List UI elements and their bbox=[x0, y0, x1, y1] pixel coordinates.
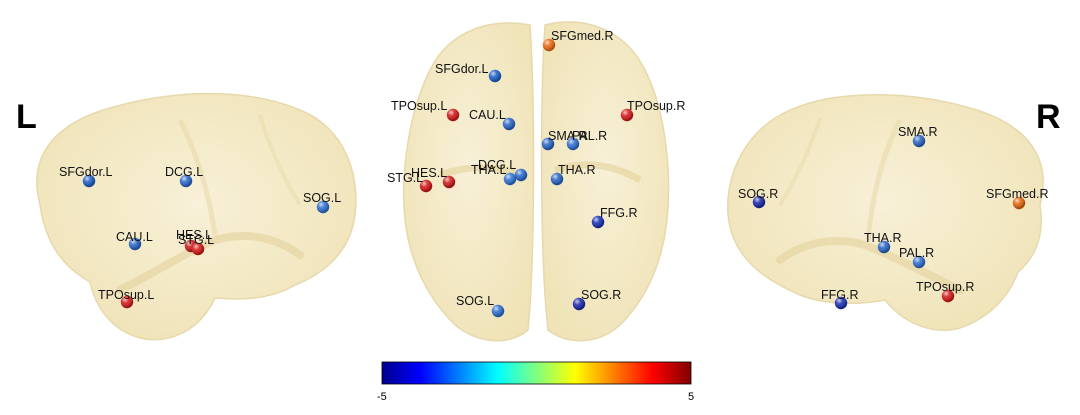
node-label-stg-l: STG.L bbox=[387, 171, 423, 185]
node-shading bbox=[419, 179, 433, 193]
node-shading bbox=[572, 297, 586, 311]
node-label-sog-r: SOG.R bbox=[581, 288, 621, 302]
colorbar bbox=[381, 361, 692, 385]
node-label-stg-l: STG.L bbox=[178, 233, 214, 247]
dorsal-brain-view bbox=[402, 21, 670, 342]
node-shading bbox=[941, 289, 955, 303]
node-label-sfgmed-r: SFGmed.R bbox=[986, 187, 1049, 201]
node-label-tha-l: THA.L bbox=[471, 163, 506, 177]
left-brain-surface bbox=[36, 92, 357, 341]
dorsal-nodes: SFGmed.R SFGdor.L TPOsup.L CAU.L TPOsup.R SMA… bbox=[387, 29, 685, 318]
node-label-hes-l: HES.L bbox=[411, 166, 447, 180]
node-label-sfgdor-l: SFGdor.L bbox=[59, 165, 113, 179]
left-sulcus-2 bbox=[258, 114, 302, 207]
node-label-ffg-r: FFG.R bbox=[600, 206, 638, 220]
node-label-tposup-l: TPOsup.L bbox=[98, 288, 154, 302]
dorsal-gyrus-left bbox=[438, 164, 522, 179]
node-label-tha-r: THA.R bbox=[864, 231, 902, 245]
dorsal-gyrus-right bbox=[553, 161, 642, 184]
right-lateral-brain-view bbox=[726, 94, 1044, 331]
node-label-cau-l: CAU.L bbox=[469, 108, 506, 122]
node-shading bbox=[912, 134, 926, 148]
node-shading bbox=[128, 237, 142, 251]
node-label-sma-r: SMA.R bbox=[548, 129, 588, 143]
node-shading bbox=[446, 108, 460, 122]
node-shading bbox=[591, 215, 605, 229]
dorsal-left-hemisphere bbox=[402, 22, 535, 342]
colorbar-max-label: 5 bbox=[688, 391, 695, 403]
node-shading bbox=[442, 175, 456, 189]
node-label-tha-r: THA.R bbox=[558, 163, 596, 177]
node-shading bbox=[541, 137, 555, 151]
node-label-pal-r: PAL.R bbox=[899, 246, 934, 260]
node-label-dcg-l: DCG.L bbox=[165, 165, 203, 179]
node-shading bbox=[82, 174, 96, 188]
node-shading bbox=[316, 200, 330, 214]
node-shading bbox=[491, 304, 505, 318]
left-sylvian-fissure bbox=[116, 231, 304, 294]
node-label-sma-r: SMA.R bbox=[898, 125, 938, 139]
node-label-tposup-l: TPOsup.L bbox=[391, 99, 447, 113]
right-sulcus bbox=[865, 118, 903, 241]
node-label-pal-r: PAL.R bbox=[572, 129, 607, 143]
right-sulcus-2 bbox=[778, 117, 822, 207]
node-shading bbox=[752, 195, 766, 209]
right-sylvian-fissure bbox=[776, 236, 964, 294]
node-shading bbox=[120, 295, 134, 309]
node-label-ffg-r: FFG.R bbox=[821, 288, 859, 302]
node-shading bbox=[514, 168, 528, 182]
node-shading bbox=[503, 172, 517, 186]
node-shading bbox=[550, 172, 564, 186]
node-shading bbox=[488, 69, 502, 83]
node-label-sog-l: SOG.L bbox=[456, 294, 494, 308]
right-hemisphere-label: R bbox=[1036, 98, 1061, 136]
left-lateral-brain-view bbox=[36, 92, 357, 341]
node-label-tposup-r: TPOsup.R bbox=[916, 280, 974, 294]
node-label-tposup-r: TPOsup.R bbox=[627, 99, 685, 113]
dorsal-right-hemisphere bbox=[540, 21, 670, 342]
node-shading bbox=[877, 240, 891, 254]
node-shading bbox=[1012, 196, 1026, 210]
node-shading bbox=[179, 174, 193, 188]
node-label-sfgmed-r: SFGmed.R bbox=[551, 29, 614, 43]
colorbar-min-label: -5 bbox=[377, 391, 387, 403]
node-shading bbox=[566, 137, 580, 151]
right-brain-surface bbox=[726, 94, 1044, 331]
left-hemisphere-label: L bbox=[16, 98, 37, 136]
left-sulcus bbox=[177, 118, 218, 236]
node-shading bbox=[834, 296, 848, 310]
node-shading bbox=[912, 255, 926, 269]
node-label-sog-r: SOG.R bbox=[738, 187, 778, 201]
node-shading bbox=[502, 117, 516, 131]
node-shading bbox=[542, 38, 556, 52]
node-label-sfgdor-l: SFGdor.L bbox=[435, 62, 489, 76]
node-label-hes-l: HES.L bbox=[176, 228, 212, 242]
node-label-sog-l: SOG.L bbox=[303, 191, 341, 205]
node-label-cau-l: CAU.L bbox=[116, 230, 153, 244]
node-shading bbox=[620, 108, 634, 122]
node-label-dcg-l: DCG.L bbox=[478, 158, 516, 172]
node-shading bbox=[191, 242, 205, 256]
